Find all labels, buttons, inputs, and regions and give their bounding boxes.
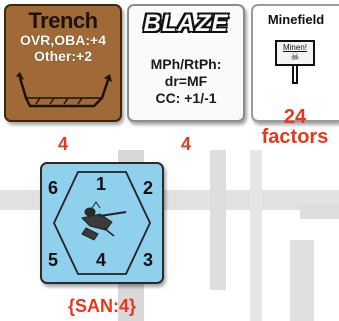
san-caption: {SAN:4} bbox=[67, 296, 137, 316]
blaze-title: BLAZE bbox=[143, 10, 229, 37]
trench-title: Trench bbox=[28, 8, 98, 33]
trench-caption: 4 bbox=[57, 134, 68, 154]
hex-number-1: 1 bbox=[96, 174, 107, 194]
minefield-caption-unit: factors bbox=[261, 126, 329, 148]
trench-modifier-other: Other:+2 bbox=[34, 48, 92, 64]
minefield-sign-text: Minen! bbox=[282, 43, 307, 52]
hex-number-2: 2 bbox=[143, 178, 154, 198]
blaze-rule-cc: CC: +1/-1 bbox=[155, 90, 217, 106]
map-stripe bbox=[290, 240, 314, 321]
trench-counter[interactable]: Trench OVR,OBA:+4 Other:+2 bbox=[4, 4, 122, 122]
skull-icon: ☠ bbox=[290, 52, 300, 63]
map-stripe bbox=[250, 150, 262, 321]
blaze-rule-mph: MPh/RtPh: bbox=[150, 56, 222, 72]
minefield-sign-post bbox=[292, 66, 298, 84]
map-stripe bbox=[300, 205, 339, 219]
minefield-sign-icon: Minen! ☠ bbox=[275, 40, 315, 66]
hex-number-5: 5 bbox=[48, 250, 59, 270]
san-counter[interactable]: 1 2 3 4 5 6 bbox=[40, 162, 164, 284]
blaze-counter[interactable]: BLAZE MPh/RtPh: dr=MF CC: +1/-1 bbox=[127, 4, 245, 122]
hex-number-4: 4 bbox=[96, 250, 107, 270]
hexagon-icon bbox=[53, 171, 151, 275]
trench-icon bbox=[16, 72, 112, 108]
hex-number-6: 6 bbox=[48, 178, 59, 198]
blaze-rule-dr: dr=MF bbox=[164, 73, 208, 89]
minefield-title: Minefield bbox=[267, 12, 325, 27]
sniper-icon bbox=[81, 201, 127, 241]
minefield-counter[interactable]: Minefield Minen! ☠ bbox=[251, 4, 339, 122]
map-stripe bbox=[210, 150, 226, 290]
trench-modifier-ovr: OVR,OBA:+4 bbox=[20, 32, 106, 48]
minefield-caption-count: 24 bbox=[283, 106, 307, 128]
blaze-caption: 4 bbox=[180, 134, 191, 154]
hex-number-3: 3 bbox=[143, 250, 154, 270]
